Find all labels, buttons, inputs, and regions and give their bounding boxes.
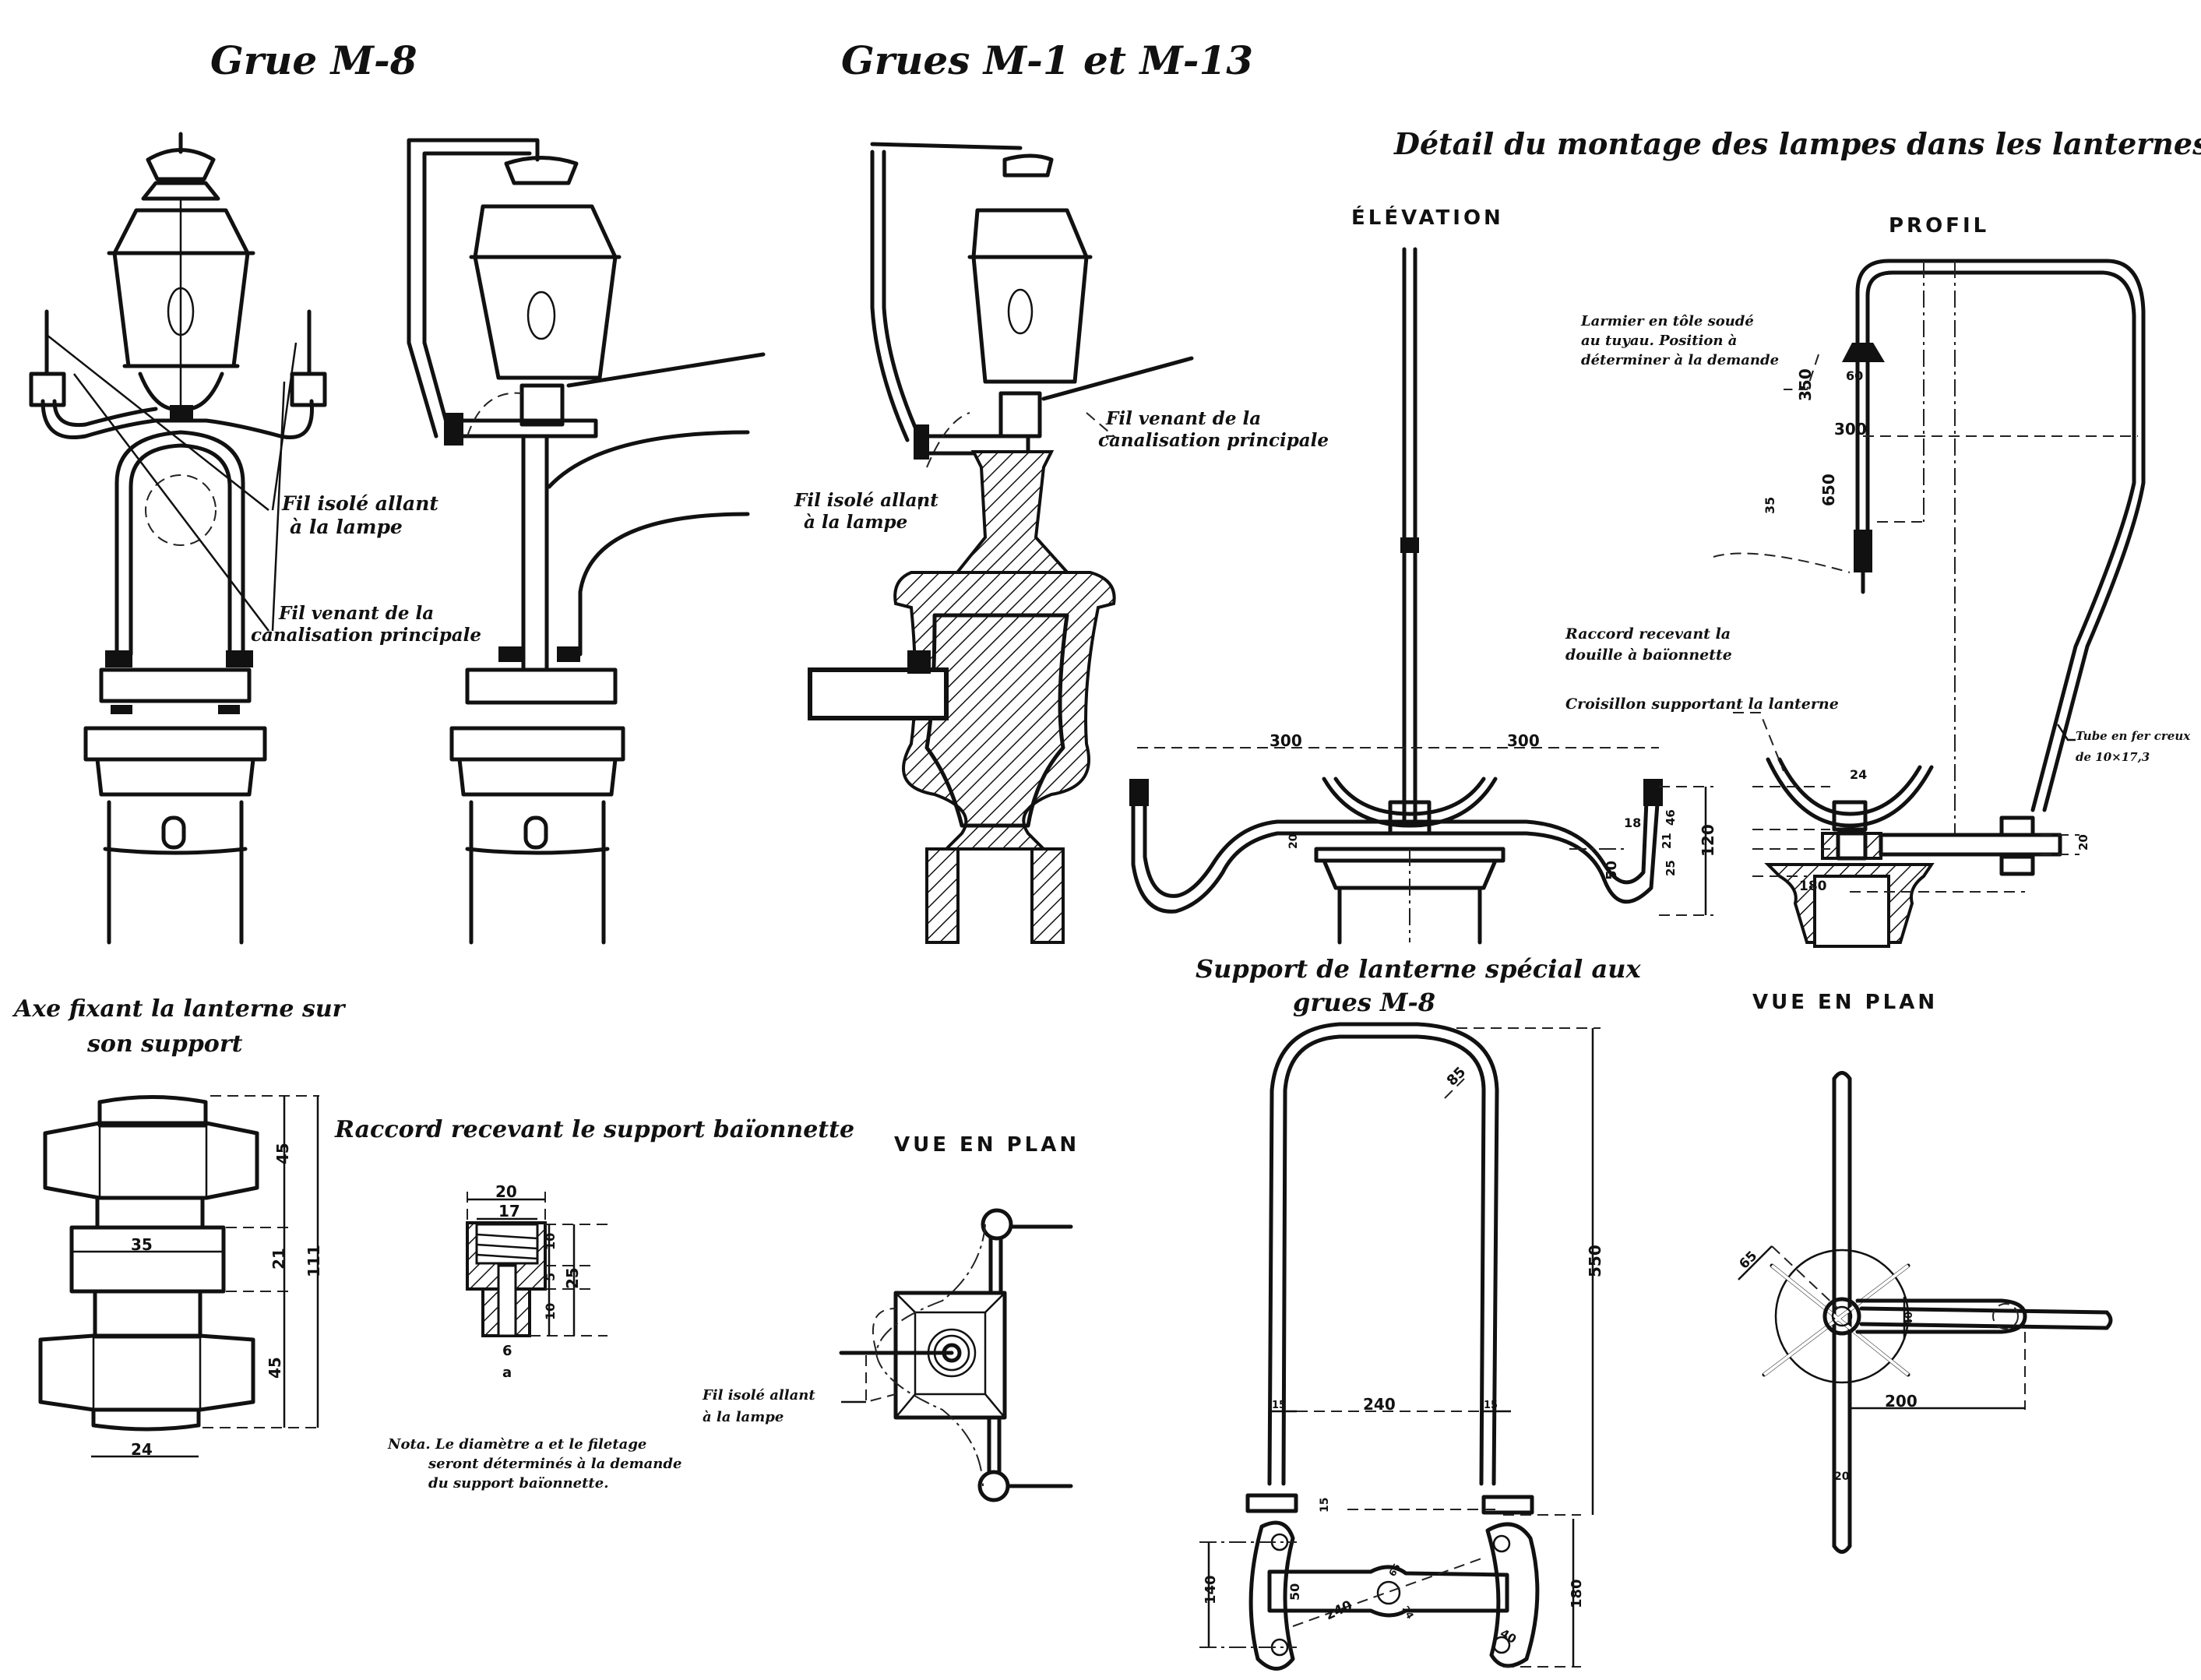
- label-croisillon: Croisillon supportant la lanterne: [1565, 696, 1839, 713]
- m8-label-fil-isole-1: Fil isolé allant: [281, 492, 438, 515]
- dim-support-diag: 240: [1323, 1597, 1355, 1623]
- dim-raccord-inner: 17: [498, 1202, 520, 1220]
- dim-profil-lower: 650: [1819, 474, 1838, 506]
- plan-label-fil-isole-2: à la lampe: [703, 1409, 784, 1425]
- nota-line-1: Nota. Le diamètre a et le filetage: [387, 1436, 646, 1453]
- dim-support-plate-height: 180: [1569, 1579, 1585, 1608]
- dim-raccord-stem: 10: [543, 1303, 558, 1320]
- dim-raccord-outer: 20: [495, 1182, 517, 1201]
- plan-label-fil-isole-1: Fil isolé allant: [702, 1387, 815, 1404]
- m8-label-fil-venant-1: Fil venant de la: [278, 603, 434, 624]
- dim-elevation-left-span: 300: [1270, 731, 1302, 750]
- raccord-drawing: [466, 1192, 607, 1337]
- m1-label-fil-venant-1: Fil venant de la: [1105, 408, 1261, 429]
- dim-support-leg: 15: [1272, 1400, 1286, 1411]
- dim-profil-h-b: 21: [1660, 833, 1674, 849]
- bulb-icon: [167, 287, 195, 336]
- dim-axe-nut-bottom: 45: [266, 1357, 284, 1379]
- dim-support-hole-pitch: 140: [1203, 1575, 1219, 1604]
- dim-support-plate: 40: [1498, 1626, 1519, 1647]
- dim-profil-h-c: 25: [1664, 860, 1678, 876]
- dim-profil-arm: 180: [1799, 879, 1827, 894]
- dim-profil-larmier-width: 60: [1846, 368, 1863, 383]
- profil-drawing: [1713, 259, 2146, 948]
- title-axe-2: son support: [86, 1030, 243, 1058]
- dim-axe-collar-width: 35: [131, 1235, 153, 1254]
- dim-profil-nut: 24: [1850, 767, 1867, 782]
- title-support-2: grues M-8: [1293, 988, 1435, 1017]
- title-raccord-support: Raccord recevant le support baïonnette: [334, 1116, 854, 1143]
- dim-profil-arm-thick: 20: [2076, 834, 2090, 851]
- dim-profil-h-a: 46: [1664, 809, 1678, 826]
- title-detail-montage: Détail du montage des lampes dans les la…: [1393, 126, 2201, 161]
- elevation-drawing: [1129, 247, 1713, 945]
- nota-line-3: du support baïonnette.: [428, 1475, 608, 1492]
- bulb-icon: [526, 291, 556, 340]
- label-vue-en-plan-left: VUE EN PLAN: [894, 1133, 1079, 1157]
- m1-label-fil-isole-1: Fil isolé allant: [794, 490, 939, 511]
- vue-en-plan-right-drawing: [1738, 1071, 2113, 1554]
- dim-axe-collar: 21: [269, 1248, 288, 1270]
- m1-label-fil-isole-2: à la lampe: [804, 512, 907, 533]
- label-raccord-douille-1: Raccord recevant la: [1565, 625, 1731, 643]
- dim-raccord-mid: 5: [543, 1273, 558, 1281]
- title-grue-m8: Grue M-8: [210, 37, 417, 83]
- dim-raccord-bore: 6: [502, 1343, 512, 1359]
- dim-raccord-dia: a: [502, 1365, 512, 1381]
- nota-line-2: seront déterminés à la demande: [428, 1456, 681, 1472]
- dim-support-hub-inner: 24: [1400, 1604, 1415, 1621]
- dim-profil-width: 300: [1834, 420, 1867, 438]
- label-tube-1: Tube en fer creux: [2076, 729, 2191, 743]
- dim-plan-arm-width: 40: [1903, 1312, 1915, 1326]
- label-raccord-douille-2: douille à baïonnette: [1565, 646, 1732, 664]
- label-larmier-1: Larmier en tôle soudé: [1580, 313, 1754, 329]
- dim-plan-cross: 65: [1736, 1249, 1760, 1273]
- dim-raccord-thread-depth: 10: [543, 1233, 558, 1250]
- dim-support-span: 240: [1363, 1395, 1396, 1414]
- dim-support-foot: 15: [1319, 1498, 1331, 1513]
- dim-elevation-bar: 20: [1287, 833, 1300, 849]
- dim-profil-upper: 350: [1796, 368, 1815, 401]
- label-larmier-3: déterminer à la demande: [1581, 352, 1779, 368]
- m1-section-drawing: [808, 142, 1194, 944]
- m1-label-fil-venant-2: canalisation principale: [1098, 430, 1329, 451]
- label-tube-2: de 10×17,3: [2076, 750, 2150, 764]
- dim-elevation-dip: 50: [1604, 861, 1620, 880]
- title-grues-m1-m13: Grues M-1 et M-13: [841, 37, 1253, 83]
- dim-axe-nut-top: 45: [273, 1143, 292, 1164]
- vue-en-plan-left-drawing: [839, 1208, 1073, 1502]
- dim-plan-reach: 200: [1885, 1392, 1918, 1411]
- dim-support-leg-right: 15: [1484, 1400, 1498, 1411]
- support-m8-drawing: [1199, 1022, 1601, 1671]
- title-axe-1: Axe fixant la lanterne sur: [12, 995, 347, 1023]
- dim-profil-thread: 35: [1763, 497, 1777, 514]
- dim-elevation-tube: 18: [1624, 815, 1641, 830]
- dim-support-radius: 85: [1444, 1064, 1470, 1090]
- dim-support-height: 550: [1586, 1245, 1604, 1277]
- dim-elevation-hook-height: 120: [1699, 824, 1717, 857]
- dim-plan-tube: 20: [1834, 1470, 1850, 1483]
- axe-bolt-drawing: [38, 1095, 319, 1458]
- m8-label-fil-isole-2: à la lampe: [290, 516, 403, 538]
- dim-raccord-height: 25: [563, 1267, 582, 1289]
- bulb-icon: [1007, 288, 1034, 335]
- dim-axe-bolt-width: 24: [131, 1440, 153, 1459]
- dim-support-bar-width: 50: [1287, 1583, 1302, 1601]
- dim-support-hub-outer: 65: [1386, 1562, 1402, 1578]
- title-support-1: Support de lanterne spécial aux: [1196, 954, 1641, 984]
- m8-label-fil-venant-2: canalisation principale: [251, 625, 481, 646]
- label-vue-en-plan-right: VUE EN PLAN: [1752, 991, 1938, 1014]
- label-profil: PROFIL: [1889, 214, 1989, 238]
- label-elevation: ÉLÉVATION: [1351, 205, 1504, 230]
- m8-lantern-drawing: [29, 132, 327, 945]
- m1-lantern-side-drawing: [407, 138, 766, 945]
- label-larmier-2: au tuyau. Position à: [1581, 333, 1737, 349]
- dim-elevation-right-span: 300: [1507, 731, 1540, 750]
- dim-axe-total: 111: [305, 1245, 323, 1277]
